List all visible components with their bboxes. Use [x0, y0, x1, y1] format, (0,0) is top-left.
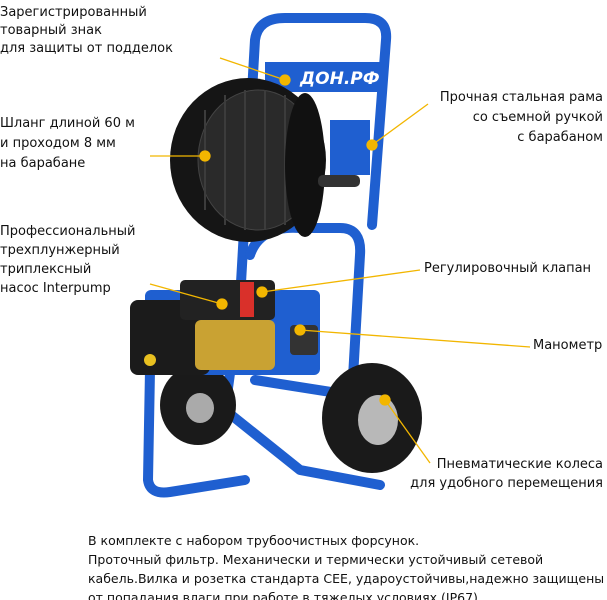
pneumatic-wheels: [160, 363, 422, 473]
label-line: триплексный: [0, 262, 92, 277]
label-trademark: Зарегистрированный товарный знак для защ…: [0, 4, 173, 58]
label-valve: Регулировочный клапан: [424, 260, 591, 278]
label-hose: Шланг длиной 60 м и проходом 8 мм на бар…: [0, 114, 135, 174]
label-line: товарный знак: [0, 23, 102, 38]
callout-line-frame: [371, 103, 429, 146]
label-line: для защиты от подделок: [0, 41, 173, 56]
description-line: Проточный фильтр. Механически и термичес…: [88, 552, 544, 567]
callout-dot-frame: [366, 139, 378, 151]
label-line: Пневматические колеса: [436, 457, 603, 472]
callout-line-wheels: [384, 399, 431, 464]
callout-line-pump: [149, 283, 223, 305]
label-pump: Профессиональный трехплунжерный триплекс…: [0, 222, 135, 298]
label-line: на барабане: [0, 156, 86, 171]
description-text: В комплекте с набором трубоочистных форс…: [88, 531, 604, 600]
description-line: от попадания влаги при работе в тяжелых …: [88, 590, 482, 600]
callout-dot-trademark: [279, 74, 291, 86]
label-line: с барабаном: [517, 130, 603, 145]
label-line: трехплунжерный: [0, 243, 120, 258]
callout-line-valve: [261, 269, 421, 293]
label-line: Прочная стальная рама: [439, 90, 603, 105]
callout-dot-pump: [216, 298, 228, 310]
callout-dot-hose: [199, 150, 211, 162]
hose-reel: [170, 78, 360, 242]
callout-line-trademark: [219, 57, 286, 81]
label-line: со съемной ручкой: [472, 110, 603, 125]
label-line: и проходом 8 мм: [0, 136, 116, 151]
label-line: Профессиональный: [0, 224, 136, 239]
label-gauge: Манометр: [533, 337, 602, 355]
callout-dot-valve: [256, 286, 268, 298]
label-frame: Прочная стальная рама со съемной ручкой …: [440, 88, 603, 148]
label-line: Манометр: [533, 338, 603, 353]
label-line: Зарегистрированный: [0, 5, 147, 20]
label-line: Шланг длиной 60 м: [0, 116, 135, 131]
description-line: В комплекте с набором трубоочистных форс…: [88, 533, 420, 548]
control-box: [330, 120, 370, 175]
label-line: насос Interpump: [0, 281, 111, 296]
callout-line-gauge: [299, 329, 531, 348]
pump-unit: [130, 280, 320, 375]
label-line: Регулировочный клапан: [424, 261, 592, 276]
logo: ДОН.РФ: [299, 69, 380, 89]
callout-dot-gauge: [294, 324, 306, 336]
label-line: для удобного перемещения: [410, 476, 603, 491]
label-wheels: Пневматические колеса для удобного перем…: [410, 455, 603, 493]
callout-dot-wheels: [379, 394, 391, 406]
description-line: кабель.Вилка и розетка стандарта CEE, уд…: [88, 571, 605, 586]
